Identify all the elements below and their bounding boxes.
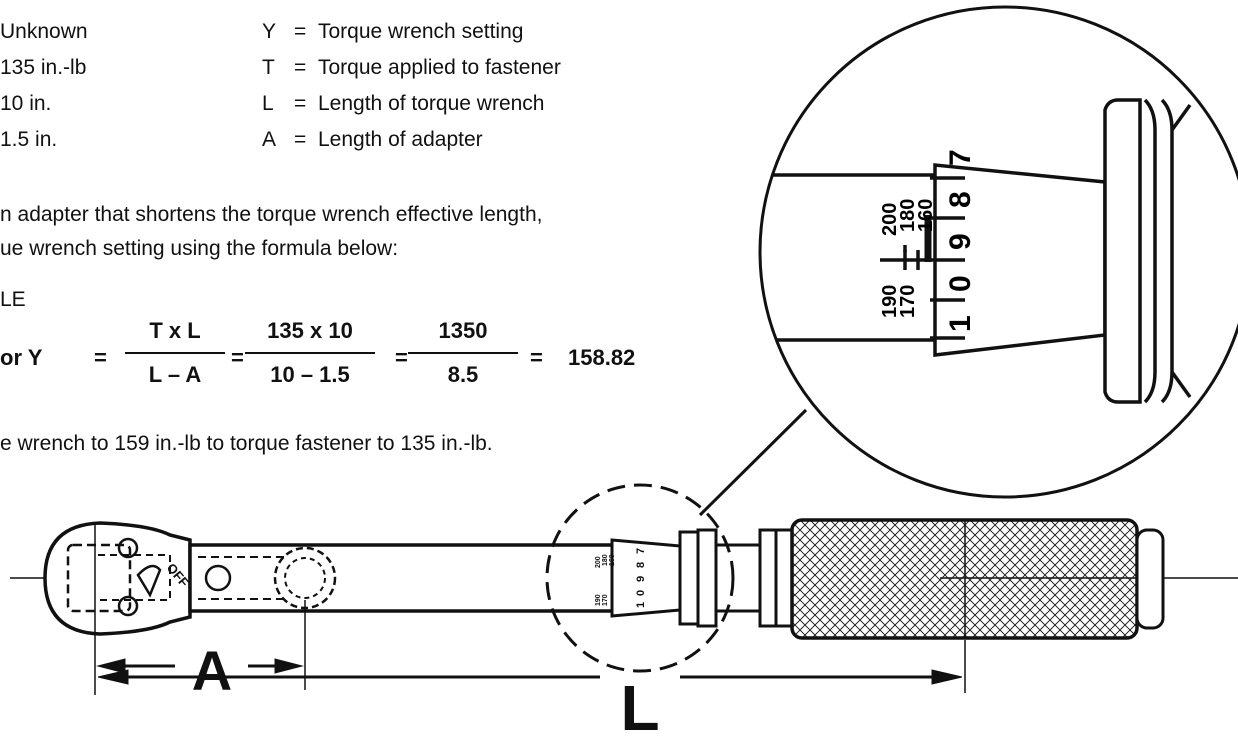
small-scale-digit: 9: [635, 576, 647, 582]
small-scale-digit: 1: [635, 602, 647, 608]
dimension-label-a: A: [192, 639, 232, 702]
instruction-paragraph: n adapter that shortens the torque wrenc…: [0, 198, 542, 266]
small-scale-digit: 7: [635, 548, 647, 554]
small-tick-label: 190: [595, 594, 602, 606]
dimension-label-l: L: [620, 672, 659, 744]
scale-digit: 1: [944, 315, 977, 332]
small-tick-label: 180: [602, 554, 609, 566]
formula-lhs: or Y: [0, 345, 43, 370]
conclusion-text: e wrench to 159 in.-lb to torque fastene…: [0, 432, 493, 455]
scale-tick-label: 190: [879, 285, 901, 318]
scale-digit: 7: [944, 149, 977, 166]
detail-callout-circle: [545, 483, 735, 673]
fraction-denominator: L – A: [125, 352, 225, 388]
formula-result: 158.82: [568, 345, 636, 370]
legend-description: Length of torque wrench: [318, 92, 545, 115]
wrench-scale-small: 7 8 9 0 1 200 180 160 190 170: [595, 548, 647, 608]
legend-value: 135 in.-lb: [0, 56, 87, 79]
legend-definitions: Y = Torque wrench setting T = Torque applied…: [262, 14, 561, 158]
legend-value: 1.5 in.: [0, 128, 58, 151]
legend-value: 10 in.: [0, 92, 52, 115]
magnified-scale-view: 200 180 160 190 170 7 8 9 0 1: [758, 5, 1238, 499]
scale-tick-label: 200: [879, 203, 901, 236]
legend-equals: =: [294, 56, 307, 79]
small-scale-digit: 0: [635, 590, 647, 596]
fraction-values: 135 x 10 10 – 1.5: [245, 318, 375, 388]
fraction-numerator: 1350: [438, 318, 488, 343]
fraction-symbolic: T x L L – A: [125, 318, 225, 388]
formula-equals: =: [530, 345, 543, 370]
fraction-numerator: T x L: [149, 318, 201, 343]
fraction-denominator: 10 – 1.5: [245, 352, 375, 388]
scale-digit: 9: [944, 233, 977, 250]
scale-tick-label: 160: [915, 199, 937, 232]
legend-row: Y = Torque wrench setting: [262, 14, 561, 50]
legend-row: T = Torque applied to fastener: [262, 50, 561, 86]
formula-equals: =: [231, 345, 244, 370]
magnifier-connector: [698, 408, 808, 517]
legend-symbol: L: [262, 92, 274, 115]
legend-row: L = Length of torque wrench: [262, 86, 561, 122]
scale-tick-label: 180: [897, 199, 919, 232]
legend-description: Length of adapter: [318, 128, 483, 151]
legend-equals: =: [294, 20, 307, 43]
torque-wrench: OFF: [43, 518, 1165, 640]
small-tick-label: 170: [602, 594, 609, 606]
legend-description: Torque wrench setting: [318, 20, 524, 43]
legend-value: Unknown: [0, 20, 88, 43]
fraction-denominator: 8.5: [408, 352, 518, 388]
legend-row: A = Length of adapter: [262, 122, 561, 158]
legend-symbol: T: [262, 56, 275, 79]
legend-description: Torque applied to fastener: [318, 56, 561, 79]
formula-equals: =: [395, 345, 408, 370]
fraction-computed: 1350 8.5: [408, 318, 518, 388]
legend-values: Unknown 135 in.-lb 10 in. 1.5 in.: [0, 14, 88, 158]
legend-symbol: Y: [262, 20, 277, 43]
legend-symbol: A: [262, 128, 277, 151]
scale-digit: 0: [944, 275, 977, 292]
paragraph-line: n adapter that shortens the torque wrenc…: [0, 203, 543, 226]
scale-digit: 8: [944, 191, 977, 208]
small-tick-label: 160: [609, 554, 616, 566]
fraction-numerator: 135 x 10: [267, 318, 353, 343]
scale-tick-label: 170: [897, 285, 919, 318]
dimension-lines: [94, 525, 966, 695]
legend-equals: =: [294, 128, 307, 151]
example-label: LE: [0, 288, 26, 311]
formula-equals: =: [94, 345, 107, 370]
paragraph-line: ue wrench setting using the formula belo…: [0, 237, 399, 260]
legend-equals: =: [294, 92, 307, 115]
small-scale-digit: 8: [635, 562, 647, 568]
small-tick-label: 200: [595, 556, 602, 568]
